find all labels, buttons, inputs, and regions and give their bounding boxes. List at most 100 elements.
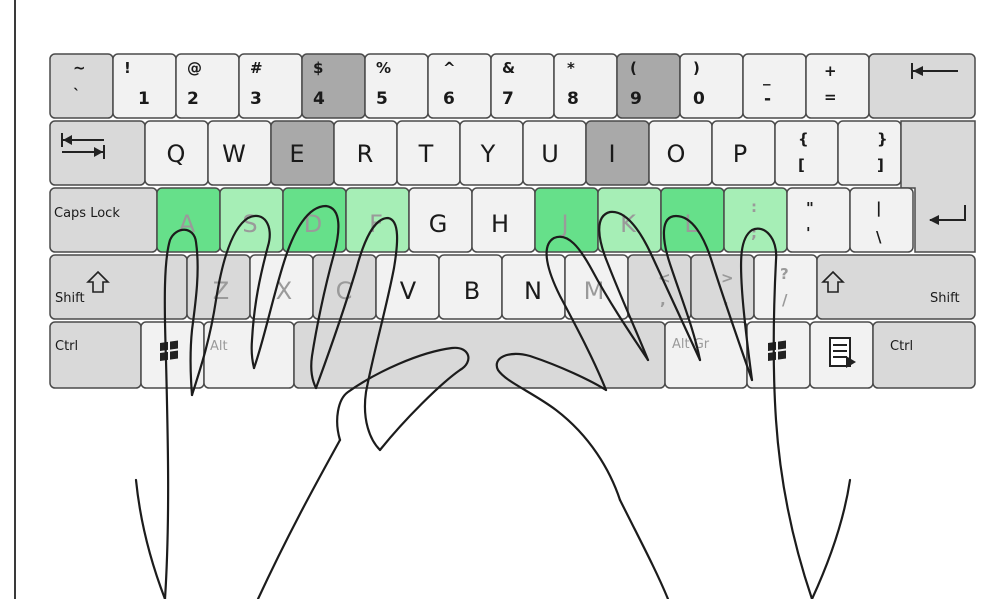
key-period-top: >: [721, 269, 734, 287]
key-bracket-right-top: }: [877, 130, 888, 148]
key-s-label: S: [242, 210, 257, 238]
key-9-bottom: 9: [630, 89, 642, 109]
key-e-label: E: [289, 140, 304, 168]
key-3[interactable]: # 3: [239, 54, 302, 118]
key-caps-lock[interactable]: Caps Lock: [50, 188, 157, 252]
key-tab[interactable]: [50, 121, 145, 185]
key-4[interactable]: $ 4: [302, 54, 365, 118]
key-l[interactable]: L: [661, 188, 724, 252]
key-8-top: *: [567, 59, 575, 77]
key-5-top: %: [376, 59, 391, 77]
key-6-bottom: 6: [443, 89, 455, 109]
key-t-label: T: [418, 140, 434, 168]
key-p-label: P: [733, 140, 747, 168]
key-t[interactable]: T: [397, 121, 460, 185]
key-6-top: ^: [443, 59, 456, 77]
key-equals[interactable]: + =: [806, 54, 869, 118]
key-win-left[interactable]: [141, 322, 204, 388]
key-i[interactable]: I: [586, 121, 649, 185]
key-4-top: $: [313, 59, 323, 77]
key-alt[interactable]: Alt: [204, 322, 294, 388]
key-ctrl-right-label: Ctrl: [890, 339, 913, 354]
key-j[interactable]: J: [535, 188, 598, 252]
key-n-label: N: [524, 277, 542, 305]
key-r[interactable]: R: [334, 121, 397, 185]
key-comma[interactable]: < ,: [628, 255, 691, 319]
key-b-label: B: [464, 277, 480, 305]
key-y-label: Y: [480, 140, 496, 168]
key-m[interactable]: M: [565, 255, 628, 319]
key-7[interactable]: & 7: [491, 54, 554, 118]
key-bracket-left[interactable]: { [: [775, 121, 838, 185]
key-q-label: Q: [167, 140, 186, 168]
key-minus-bottom: -: [764, 89, 771, 109]
key-5-bottom: 5: [376, 89, 388, 109]
key-q[interactable]: Q: [145, 121, 208, 185]
key-semicolon[interactable]: : ;: [724, 188, 787, 252]
key-semicolon-bottom: ;: [751, 224, 757, 242]
key-h[interactable]: H: [472, 188, 535, 252]
key-menu[interactable]: [810, 322, 873, 388]
key-shift-right-label: Shift: [930, 291, 960, 306]
key-f[interactable]: F: [346, 188, 409, 252]
key-backslash-bottom: \: [876, 228, 882, 246]
key-2[interactable]: @ 2: [176, 54, 239, 118]
key-tilde-bottom: `: [73, 86, 81, 104]
key-backslash-top: |: [876, 199, 881, 218]
key-d-label: D: [304, 210, 322, 238]
key-ctrl-right[interactable]: Ctrl: [873, 322, 975, 388]
key-1-top: !: [124, 59, 131, 77]
key-ctrl-left[interactable]: Ctrl: [50, 322, 141, 388]
key-u[interactable]: U: [523, 121, 586, 185]
key-y[interactable]: Y: [460, 121, 523, 185]
key-7-top: &: [502, 59, 515, 77]
key-6[interactable]: ^ 6: [428, 54, 491, 118]
key-bracket-right-bottom: ]: [877, 156, 884, 174]
home-row: Caps Lock A S D F G: [50, 188, 913, 252]
key-shift-right[interactable]: Shift: [817, 255, 975, 319]
key-minus[interactable]: _ -: [743, 54, 806, 118]
key-2-bottom: 2: [187, 89, 199, 109]
key-i-label: I: [608, 140, 615, 168]
key-o-label: O: [667, 140, 686, 168]
key-bracket-right[interactable]: } ]: [838, 121, 901, 185]
key-b[interactable]: B: [439, 255, 502, 319]
key-5[interactable]: % 5: [365, 54, 428, 118]
key-3-top: #: [250, 59, 263, 77]
key-o[interactable]: O: [649, 121, 712, 185]
key-caps-lock-label: Caps Lock: [54, 206, 120, 221]
number-row: ~ ` ! 1 @ 2 # 3 $ 4: [50, 54, 975, 118]
key-p[interactable]: P: [712, 121, 775, 185]
key-m-label: M: [584, 277, 605, 305]
key-tilde-top: ~: [73, 59, 86, 77]
key-h-label: H: [491, 210, 509, 238]
key-equals-bottom: =: [824, 88, 837, 106]
key-1[interactable]: ! 1: [113, 54, 176, 118]
key-tilde[interactable]: ~ `: [50, 54, 113, 118]
key-j-label: J: [559, 210, 568, 238]
key-w[interactable]: W: [208, 121, 271, 185]
key-2-top: @: [187, 59, 202, 77]
key-9[interactable]: ( 9: [617, 54, 680, 118]
key-8[interactable]: * 8: [554, 54, 617, 118]
key-w-label: W: [222, 140, 246, 168]
key-win-right[interactable]: [747, 322, 810, 388]
key-3-bottom: 3: [250, 89, 262, 109]
key-backspace[interactable]: [869, 54, 975, 118]
key-slash-bottom: /: [782, 291, 788, 309]
key-8-bottom: 8: [567, 89, 579, 109]
key-quote[interactable]: " ': [787, 188, 850, 252]
key-comma-bottom: ,: [660, 291, 666, 309]
key-l-label: L: [684, 210, 698, 238]
key-a[interactable]: A: [157, 188, 220, 252]
key-slash[interactable]: ? /: [754, 255, 817, 319]
key-e[interactable]: E: [271, 121, 334, 185]
key-quote-top: ": [806, 199, 814, 217]
key-bracket-left-bottom: [: [798, 156, 805, 174]
key-g[interactable]: G: [409, 188, 472, 252]
key-backslash[interactable]: | \: [850, 188, 913, 252]
key-minus-top: _: [763, 68, 771, 86]
key-space[interactable]: [294, 322, 665, 388]
key-quote-bottom: ': [806, 224, 811, 242]
key-0[interactable]: ) 0: [680, 54, 743, 118]
